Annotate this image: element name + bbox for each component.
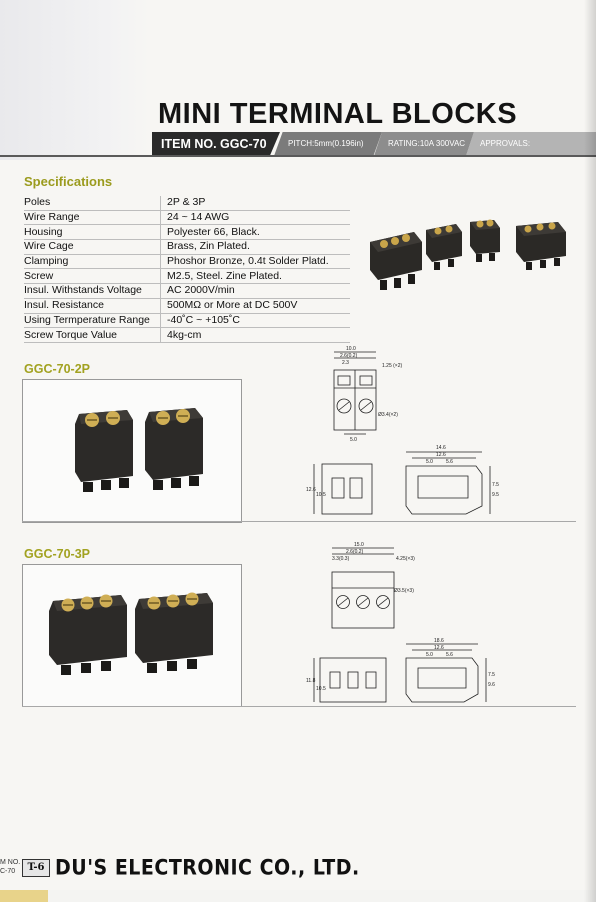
photo-box-3p — [22, 564, 242, 707]
spec-value: 4kg-cm — [160, 327, 350, 343]
dim-label: 7.5 — [492, 482, 499, 488]
dim-label: 12.6 — [436, 452, 446, 458]
bottom-edge — [0, 890, 596, 902]
dim-label: 5.6 — [446, 652, 453, 658]
dim-label: 5.0 — [426, 459, 433, 465]
dim-label: 7.5 — [488, 672, 495, 678]
photo-3p-blocks — [49, 592, 213, 675]
scan-left-strip — [0, 0, 150, 160]
dim-label: 9.5 — [492, 492, 499, 498]
spec-key: Housing — [24, 224, 161, 241]
spec-value: -40˚C ~ +105˚C — [160, 313, 350, 329]
spec-value: 24 ~ 14 AWG — [160, 210, 350, 226]
spec-key: Screw Torque Value — [24, 327, 161, 343]
terminal-block-3p-back — [516, 222, 566, 270]
photo-2p-blocks — [75, 408, 203, 492]
pitch-badge: PITCH:5mm(0.196in) — [274, 132, 382, 156]
page-title: MINI TERMINAL BLOCKS — [158, 98, 518, 130]
section-title-2p: GGC-70-2P — [24, 362, 90, 376]
drawing-2p-labels: 10.0 2.6(0.2) 2.3 1.25 (×2) Ø3.4(×2) 5.0… — [306, 346, 499, 498]
drawing-2p: 10.0 2.6(0.2) 2.3 1.25 (×2) Ø3.4(×2) 5.0… — [306, 346, 499, 515]
specifications-heading: Specifications — [24, 174, 113, 189]
terminal-block-2p-b — [470, 219, 500, 262]
terminal-block-2p-a — [426, 224, 462, 270]
section-divider-3p — [22, 706, 576, 707]
spec-value: Brass, Zin Plated. — [160, 239, 350, 255]
dim-label: 3.3(0.3) — [332, 556, 350, 562]
spec-value: 2P & 3P — [160, 196, 350, 211]
dim-label: 5.0 — [350, 437, 357, 443]
company-name: DU'S ELECTRONIC CO., LTD. — [55, 855, 360, 881]
dim-label: 1.25 (×2) — [382, 363, 402, 369]
spec-value: Phoshor Bronze, 0.4t Solder Platd. — [160, 254, 350, 270]
product-group-image — [370, 219, 566, 290]
spec-value: AC 2000V/min — [160, 283, 350, 299]
dim-label: 10.0 — [346, 346, 356, 352]
spec-key: Wire Range — [24, 210, 161, 226]
spec-key: Clamping — [24, 254, 161, 270]
dim-label: 15.0 — [354, 542, 364, 548]
terminal-block-3p-front — [370, 232, 422, 290]
section-title-3p: GGC-70-3P — [24, 547, 90, 561]
dim-label: 2.6(0.2) — [346, 549, 364, 555]
rating-badge: RATING:10A 300VAC — [374, 132, 474, 156]
dim-label: 14.6 — [436, 445, 446, 451]
spec-key: Insul. Withstands Voltage — [24, 283, 161, 299]
photo-3p-block-left — [49, 594, 127, 675]
section-divider-2p — [22, 521, 576, 522]
approvals-badge: APPROVALS: — [466, 132, 596, 156]
dim-label: 9.6 — [488, 682, 495, 688]
spec-key: Wire Cage — [24, 239, 161, 255]
spec-key: Insul. Resistance — [24, 298, 161, 314]
dim-label: 11.8 — [306, 678, 316, 684]
footer-item-no-value: C-70 — [0, 868, 16, 875]
spec-value: 500MΩ or More at DC 500V — [160, 298, 350, 314]
footer-item-no-label: M NO. — [0, 859, 21, 866]
dim-label: 10.5 — [316, 686, 326, 692]
page-number-tag: T-6 — [22, 859, 50, 877]
dim-label: 10.5 — [316, 492, 326, 498]
dim-label: 4.25(×3) — [396, 556, 415, 562]
dim-label: 5.6 — [446, 459, 453, 465]
photo-3p-block-right — [135, 592, 213, 673]
dim-label: 2.6(0.2) — [340, 353, 358, 359]
drawing-3p: 15.0 2.6(0.2) 3.3(0.3) 4.25(×3) Ø3.5(×3)… — [306, 542, 495, 703]
item-number-badge: ITEM NO. GGC-70 — [152, 132, 280, 156]
spec-row: Using Termperature Range-40˚C ~ +105˚C — [24, 313, 350, 329]
spec-key: Screw — [24, 268, 161, 285]
dim-label: 12.6 — [306, 487, 316, 493]
drawing-3p-labels: 15.0 2.6(0.2) 3.3(0.3) 4.25(×3) Ø3.5(×3)… — [306, 542, 495, 692]
spec-key: Using Termperature Range — [24, 313, 161, 329]
dim-label: 2.3 — [342, 360, 349, 366]
photo-2p-block-right — [145, 408, 203, 490]
header-underline — [0, 155, 596, 157]
dim-label: Ø3.5(×3) — [394, 588, 414, 594]
dim-label: Ø3.4(×2) — [378, 412, 398, 418]
photo-2p-block-left — [75, 410, 133, 492]
spec-value: M2.5, Steel. Zine Plated. — [160, 268, 350, 285]
scan-right-shadow — [584, 0, 596, 902]
dim-label: 18.6 — [434, 638, 444, 644]
dim-label: 12.6 — [434, 645, 444, 651]
photo-box-2p — [22, 379, 242, 523]
spec-value: Polyester 66, Black. — [160, 224, 350, 241]
dim-label: 5.0 — [426, 652, 433, 658]
spec-key: Poles — [24, 196, 161, 211]
